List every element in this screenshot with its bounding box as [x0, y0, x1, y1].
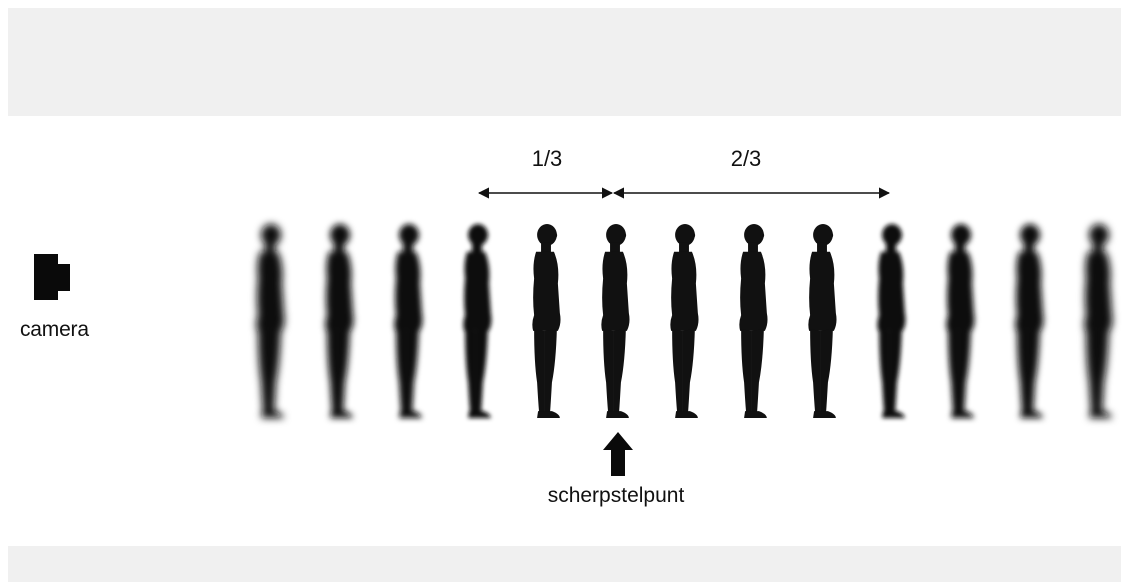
back-fraction-label: 2/3	[730, 146, 762, 171]
front-fraction-label: 1/3	[531, 146, 563, 171]
person-figure-10	[877, 224, 906, 419]
person-figure-9	[808, 224, 837, 419]
top-band	[8, 8, 1121, 116]
person-figure-7	[670, 224, 699, 419]
person-figure-3	[394, 224, 423, 419]
focus-point-label: scherpstelpunt	[547, 484, 685, 507]
camera-label: camera	[20, 318, 89, 341]
person-figure-1	[256, 224, 285, 419]
person-figure-13	[1084, 224, 1113, 419]
up-arrow-icon	[603, 432, 633, 476]
camera-icon	[34, 254, 70, 300]
person-figure-6	[601, 224, 630, 419]
person-figure-12	[1015, 224, 1044, 419]
bottom-band	[8, 546, 1121, 582]
person-figure-11	[946, 224, 975, 419]
person-figure-4	[463, 224, 492, 419]
person-figure-2	[325, 224, 354, 419]
person-figure-5	[532, 224, 561, 419]
person-figure-8	[739, 224, 768, 419]
